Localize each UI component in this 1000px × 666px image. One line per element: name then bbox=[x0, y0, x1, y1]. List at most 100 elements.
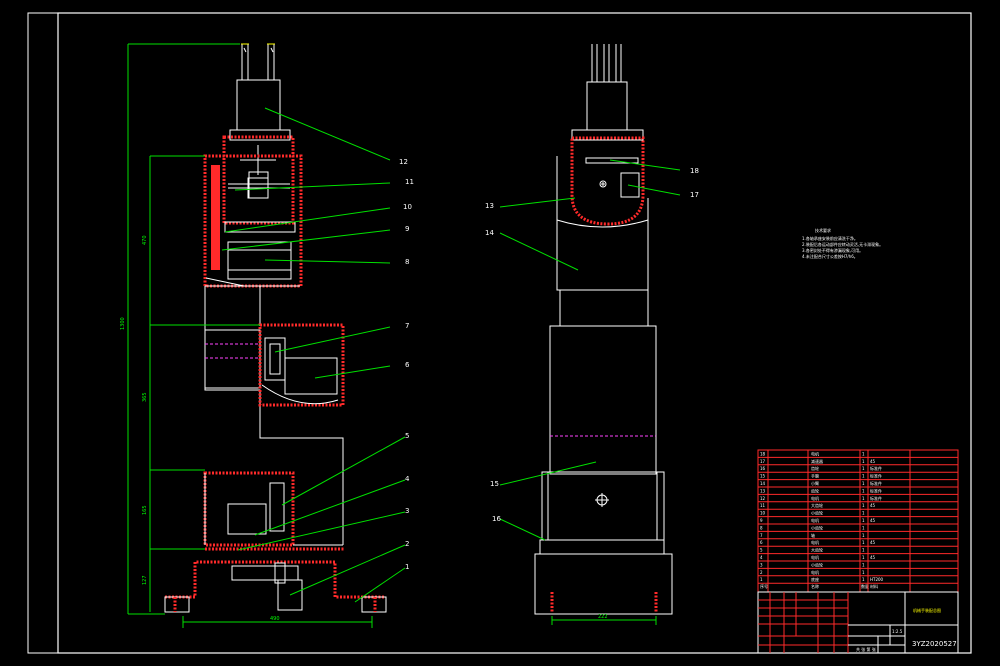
table-cell-name: 电机 bbox=[811, 450, 819, 456]
table-cell-material: 标准件 bbox=[870, 487, 882, 493]
table-cell-qty: 1 bbox=[862, 518, 865, 523]
table-cell-name: 小臂 bbox=[811, 480, 819, 486]
table-cell-name: 减速器 bbox=[811, 458, 823, 464]
table-cell-material: 标准件 bbox=[870, 465, 882, 471]
table-cell-qty: 1 bbox=[862, 451, 865, 456]
callout-5: 5 bbox=[405, 432, 409, 440]
dim-upper: 470 bbox=[142, 235, 148, 245]
callout-16: 16 bbox=[492, 515, 501, 523]
callout-6: 6 bbox=[405, 361, 410, 369]
callout-3: 3 bbox=[405, 507, 409, 515]
callout-18: 18 bbox=[690, 167, 699, 175]
table-cell-no: 5 bbox=[760, 548, 763, 553]
table-cell-name: 轴 bbox=[811, 532, 815, 538]
dim-base: 127 bbox=[142, 575, 148, 585]
note-1: 1.各轴承座安装前应清洗干净。 bbox=[802, 235, 858, 241]
table-cell-qty: 1 bbox=[862, 503, 865, 508]
table-cell-no: 9 bbox=[760, 518, 763, 523]
table-cell-qty: 1 bbox=[862, 525, 865, 530]
callout-14: 14 bbox=[485, 229, 494, 237]
table-cell-no: 13 bbox=[760, 488, 766, 493]
table-cell-material: HT200 bbox=[870, 577, 884, 582]
dim-base-width: 490 bbox=[270, 616, 280, 622]
callout-17: 17 bbox=[690, 191, 699, 199]
front-view: 1300 470 365 165 127 490 12 11 10 9 8 7 … bbox=[120, 43, 414, 628]
table-header-name: 名称 bbox=[811, 583, 819, 589]
table-cell-name: 小齿轮 bbox=[811, 510, 823, 516]
table-cell-qty: 1 bbox=[862, 555, 865, 560]
table-cell-no: 16 bbox=[760, 466, 766, 471]
table-cell-name: 底座 bbox=[811, 576, 819, 582]
callout-1: 1 bbox=[405, 563, 409, 571]
table-cell-name: 电机 bbox=[811, 539, 819, 545]
sheet-info: 共 张 第 张 bbox=[856, 646, 876, 652]
table-cell-material: 45 bbox=[870, 555, 876, 560]
callout-8: 8 bbox=[405, 258, 409, 266]
table-cell-no: 4 bbox=[760, 555, 763, 560]
table-cell-qty: 1 bbox=[862, 496, 865, 501]
table-cell-qty: 1 bbox=[862, 481, 865, 486]
drawing-title: 机械手装配总图 bbox=[913, 607, 941, 613]
table-cell-name: 齿轮 bbox=[811, 465, 819, 471]
table-cell-no: 10 bbox=[760, 511, 766, 516]
table-cell-no: 3 bbox=[760, 562, 763, 567]
table-cell-material: 45 bbox=[870, 503, 876, 508]
callout-13: 13 bbox=[485, 202, 494, 210]
table-cell-qty: 1 bbox=[862, 548, 865, 553]
table-cell-qty: 1 bbox=[862, 459, 865, 464]
dim-lower: 165 bbox=[142, 505, 148, 515]
table-cell-name: 齿轮 bbox=[811, 487, 819, 493]
table-cell-no: 12 bbox=[760, 496, 766, 501]
callout-7: 7 bbox=[405, 322, 409, 330]
table-cell-qty: 1 bbox=[862, 570, 865, 575]
table-cell-no: 6 bbox=[760, 540, 763, 545]
table-cell-name: 电机 bbox=[811, 495, 819, 501]
table-cell-material: 标准件 bbox=[870, 480, 882, 486]
table-cell-no: 18 bbox=[760, 451, 766, 456]
table-cell-qty: 1 bbox=[862, 511, 865, 516]
callout-12: 12 bbox=[399, 158, 408, 166]
table-cell-material: 标准件 bbox=[870, 495, 882, 501]
title-block: 机械手装配总图 3YZ2020527 1:2.5 共 张 第 张 bbox=[757, 591, 959, 654]
dim-side-base: 222 bbox=[598, 614, 608, 620]
table-cell-no: 7 bbox=[760, 533, 763, 538]
table-cell-name: 大齿轮 bbox=[811, 502, 823, 508]
table-cell-name: 电机 bbox=[811, 517, 819, 523]
table-cell-no: 2 bbox=[760, 570, 763, 575]
callout-9: 9 bbox=[405, 225, 409, 233]
technical-notes: 技术要求 1.各轴承座安装前应清洗干净。 2.装配后各运动部件应转动灵活,无卡滞… bbox=[802, 227, 883, 259]
callout-11: 11 bbox=[405, 178, 414, 186]
table-cell-qty: 1 bbox=[862, 540, 865, 545]
side-view: 222 18 17 13 14 15 16 bbox=[485, 44, 699, 625]
outer-frame bbox=[27, 12, 972, 654]
table-cell-no: 15 bbox=[760, 474, 766, 479]
table-cell-name: 大齿轮 bbox=[811, 547, 823, 553]
table-cell-no: 17 bbox=[760, 459, 766, 464]
table-cell-qty: 1 bbox=[862, 474, 865, 479]
note-2: 2.装配后各运动部件应转动灵活,无卡滞现象。 bbox=[802, 241, 883, 247]
table-cell-no: 11 bbox=[760, 503, 766, 508]
note-4: 4.未注配合尺寸公差按H7/h6。 bbox=[802, 253, 858, 259]
table-cell-qty: 1 bbox=[862, 533, 865, 538]
table-cell-no: 1 bbox=[760, 577, 763, 582]
notes-title: 技术要求 bbox=[815, 227, 831, 233]
table-header-material: 材料 bbox=[870, 583, 878, 589]
table-header-no: 序号 bbox=[760, 583, 768, 589]
table-cell-material: 45 bbox=[870, 459, 876, 464]
table-cell-name: 电机 bbox=[811, 554, 819, 560]
table-cell-qty: 1 bbox=[862, 562, 865, 567]
callout-10: 10 bbox=[403, 203, 412, 211]
dim-middle: 365 bbox=[142, 392, 148, 402]
table-cell-material: 45 bbox=[870, 540, 876, 545]
table-cell-qty: 1 bbox=[862, 488, 865, 493]
table-cell-name: 手腕 bbox=[811, 473, 819, 479]
table-cell-no: 8 bbox=[760, 525, 763, 530]
inner-frame bbox=[57, 12, 972, 654]
table-cell-qty: 1 bbox=[862, 577, 865, 582]
dim-total-height: 1300 bbox=[120, 317, 126, 330]
scale: 1:2.5 bbox=[892, 629, 903, 634]
callout-4: 4 bbox=[405, 475, 410, 483]
callout-15: 15 bbox=[490, 480, 499, 488]
